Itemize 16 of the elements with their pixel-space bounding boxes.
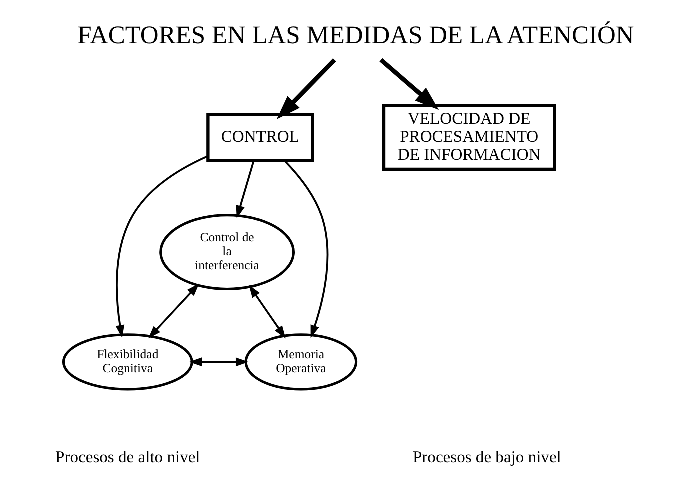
arrow: [189, 357, 249, 366]
node-box: VELOCIDAD DE PROCESAMIENTO DE INFORMACION: [382, 104, 556, 171]
arrow: [116, 155, 208, 338]
node-box: CONTROL: [206, 112, 314, 162]
arrow: [276, 58, 336, 120]
arrow: [380, 58, 440, 110]
node-text: FACTORES EN LAS MEDIDAS DE LA ATENCIÓN: [78, 20, 634, 49]
arrow: [284, 160, 329, 338]
node-ellipse: Control de la interferencia: [160, 214, 295, 290]
arrow: [236, 160, 255, 218]
arrow: [249, 284, 286, 338]
arrow: [148, 283, 200, 338]
label: Procesos de alto nivel: [56, 446, 200, 466]
label: Procesos de bajo nivel: [412, 446, 562, 466]
node-ellipse: Flexibilidad Cognitiva: [62, 333, 194, 390]
node-ellipse: Memoria Operativa: [244, 333, 358, 390]
